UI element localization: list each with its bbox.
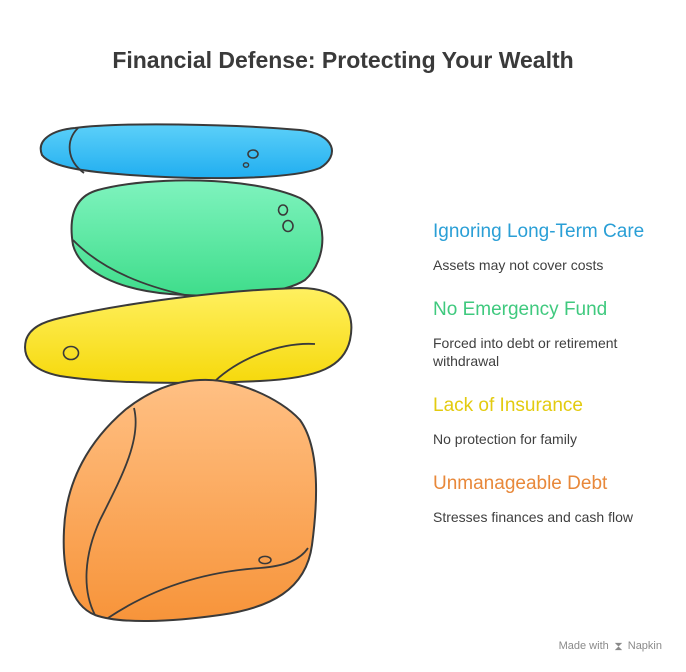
item-title: Ignoring Long-Term Care bbox=[433, 221, 645, 242]
diagram-title: Financial Defense: Protecting Your Wealt… bbox=[112, 47, 574, 73]
item-description: Forced into debt or retirement withdrawa… bbox=[433, 335, 618, 369]
item-title: No Emergency Fund bbox=[433, 299, 608, 320]
item-description: No protection for family bbox=[433, 431, 577, 447]
item-debt: Unmanageable Debt Stresses finances and … bbox=[433, 473, 678, 526]
brand-label: Napkin bbox=[627, 640, 662, 652]
made-with-label: Made with bbox=[558, 640, 609, 652]
stone-green bbox=[70, 179, 324, 297]
item-insurance: Lack of Insurance No protection for fami… bbox=[433, 395, 678, 448]
napkin-logo-icon bbox=[614, 642, 622, 650]
item-long-term-care: Ignoring Long-Term Care Assets may not c… bbox=[433, 221, 678, 274]
item-description: Stresses finances and cash flow bbox=[433, 509, 633, 525]
item-emergency-fund: No Emergency Fund Forced into debt or re… bbox=[433, 299, 678, 370]
footer-watermark: Made with Napkin bbox=[559, 640, 662, 652]
stone-blue bbox=[39, 123, 333, 180]
stone-yellow bbox=[24, 286, 353, 384]
item-description: Assets may not cover costs bbox=[433, 257, 604, 273]
item-title: Lack of Insurance bbox=[433, 395, 583, 416]
item-title: Unmanageable Debt bbox=[433, 473, 608, 494]
stone-orange bbox=[62, 378, 318, 622]
